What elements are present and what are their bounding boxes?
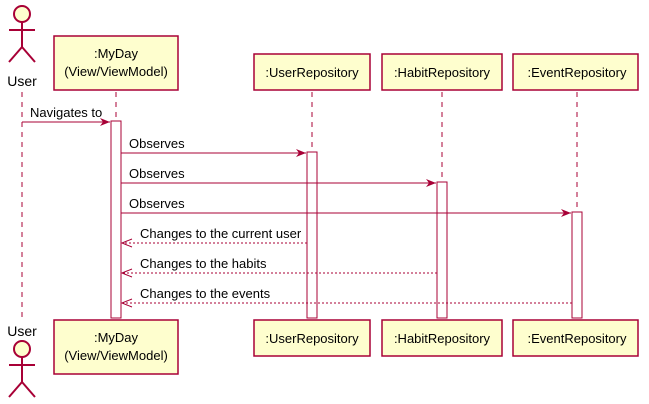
participant-event-repository-bottom: :EventRepository	[512, 319, 639, 357]
message-label: Changes to the habits	[140, 256, 267, 271]
participant-habit-repository-bottom: :HabitRepository	[381, 319, 503, 357]
participant-user-repository-top: :UserRepository	[253, 53, 371, 91]
message-observes-user-repository: Observes	[121, 136, 306, 157]
actor-label-top: User	[7, 73, 37, 89]
message-label: Observes	[129, 136, 185, 151]
activation-habit-repository	[436, 181, 448, 319]
participant-myday-name: :MyDay	[94, 330, 139, 345]
message-label: Changes to the events	[140, 286, 271, 301]
participant-user-repository-name: :UserRepository	[265, 331, 359, 346]
arrowhead-open-icon	[120, 238, 133, 248]
actor-user-top: User	[7, 5, 37, 89]
arrowhead-icon	[296, 149, 306, 157]
message-label: Observes	[129, 196, 185, 211]
participant-myday-subtitle: (View/ViewModel)	[64, 348, 168, 363]
participant-myday-top: :MyDay (View/ViewModel)	[53, 35, 179, 91]
arrowhead-open-icon	[120, 298, 133, 308]
participant-myday-name: :MyDay	[94, 46, 139, 61]
message-observes-event-repository: Observes	[121, 196, 571, 217]
participant-event-repository-name: :EventRepository	[528, 331, 627, 346]
actor-head-icon	[13, 5, 31, 23]
message-label: Navigates to	[30, 105, 102, 120]
participant-event-repository-top: :EventRepository	[512, 53, 639, 91]
participant-user-repository-name: :UserRepository	[265, 65, 359, 80]
participant-myday-subtitle: (View/ViewModel)	[64, 64, 168, 79]
arrowhead-icon	[426, 179, 436, 187]
actor-user-bottom: User	[7, 323, 37, 398]
arrowhead-icon	[100, 118, 110, 126]
message-label: Changes to the current user	[140, 226, 302, 241]
activation-user-repository	[306, 151, 318, 319]
actor-label-bottom: User	[7, 323, 37, 339]
arrowhead-open-icon	[120, 268, 133, 278]
message-label: Observes	[129, 166, 185, 181]
activation-event-repository	[571, 211, 583, 319]
message-observes-habit-repository: Observes	[121, 166, 436, 187]
message-navigates-to: Navigates to	[22, 105, 110, 126]
arrowhead-icon	[561, 209, 571, 217]
participant-habit-repository-name: :HabitRepository	[394, 65, 491, 80]
participant-event-repository-name: :EventRepository	[528, 65, 627, 80]
participant-habit-repository-name: :HabitRepository	[394, 331, 491, 346]
actor-head-icon	[13, 340, 31, 358]
message-changes-habits: Changes to the habits	[120, 256, 437, 278]
activation-myday	[110, 120, 122, 319]
participant-habit-repository-top: :HabitRepository	[381, 53, 503, 91]
message-changes-events: Changes to the events	[120, 286, 572, 308]
message-changes-current-user: Changes to the current user	[120, 226, 307, 248]
participant-user-repository-bottom: :UserRepository	[253, 319, 371, 357]
participant-myday-bottom: :MyDay (View/ViewModel)	[53, 319, 179, 375]
